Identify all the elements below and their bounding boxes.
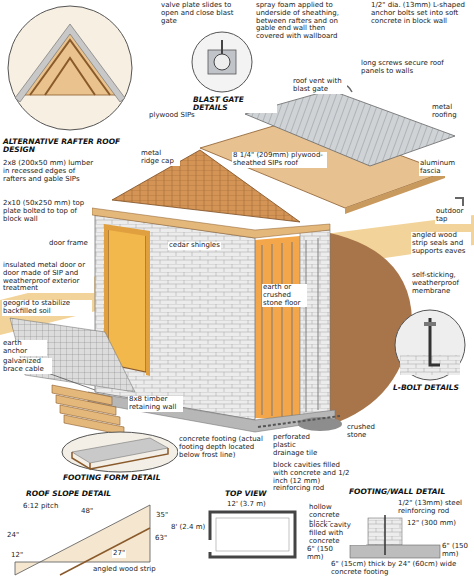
callout-label: perforated plastic drainage tile [272,434,327,457]
detail-heading: TOP VIEW [224,490,268,498]
callout-label: 6" (150 mm) [441,543,471,559]
callout-label: self-sticking, weatherproof membrane [411,272,471,295]
callout-label: 24" [6,532,20,540]
detail-heading: FOOTING/WALL DETAIL [348,488,446,496]
callout-label: 2x8 (200x50 mm) lumber in recessed edges… [2,160,97,183]
detail-heading: BLAST GATE DETAILS [192,96,277,113]
callout-label: 8 1/4" (209mm) plywood-sheathed SIPs roo… [232,152,327,168]
callout-label: outdoor tap [435,208,471,224]
detail-heading: ROOF SLOPE DETAIL [25,490,112,498]
callout-label: 48" [80,508,94,516]
callout-label: cedar shingles [168,242,221,250]
callout-label: geogrid to stabilize backfilled soil [2,300,92,316]
callout-label: 6:12 pitch [22,503,59,511]
callout-label: angled wood strip seals and supports eav… [411,232,471,255]
callout-label: concrete footing (actual footing depth l… [178,436,266,459]
callout-label: metal roofing [431,104,471,120]
callout-label: galvanized brace cable [2,358,52,374]
callout-label: 1/2" (13mm) steel reinforcing rod [397,500,471,516]
callout-label: plywood SIPs [148,112,196,120]
callout-label: long screws secure roof panels to walls [360,60,446,76]
callout-label: 12" (300 mm) [406,520,457,528]
detail-heading: ALTERNATIVE RAFTER ROOF DESIGN [2,138,137,155]
callout-label: block cavity filled with concrete [308,522,366,545]
callout-label: block cavities filled with concrete and … [272,462,357,493]
callout-label: valve plate slides to open and close bla… [160,2,240,25]
callout-label: earth or crushed stone floor [262,284,307,307]
callout-label: angled wood strip [92,566,157,574]
callout-label: 1/2" dia. (13mm) L-shaped anchor bolts s… [370,2,470,25]
callout-label: spray foam applied to underside of sheat… [255,2,355,41]
callout-label: 63" [154,535,168,543]
callout-label: 6" (150 mm) [306,546,348,562]
callout-label: 2x10 (50x250 mm) top plate bolted to top… [2,200,92,223]
callout-label: metal ridge cap [140,150,180,166]
callout-label: 12" [10,552,24,560]
detail-heading: FOOTING FORM DETAIL [62,474,161,482]
callout-label: door frame [48,240,89,248]
callout-label: 8' (2.4 m) [170,524,206,532]
callout-label: insulated metal door or door made of SIP… [2,262,94,293]
callout-label: roof vent with blast gate [292,78,347,94]
callout-label: 35" [155,512,169,520]
callout-label: 27" [112,550,126,558]
callout-label: 12' (3.7 m) [226,501,267,509]
callout-label: 6" (15cm) thick by 24" (60cm) wide concr… [330,561,470,577]
callout-label: earth anchor [2,340,47,356]
detail-heading: L-BOLT DETAILS [392,384,460,392]
callout-label: aluminum fascia [419,160,471,176]
callout-label: crushed stone [346,424,386,440]
callout-label: 8x8 timber retaining wall [128,396,183,412]
